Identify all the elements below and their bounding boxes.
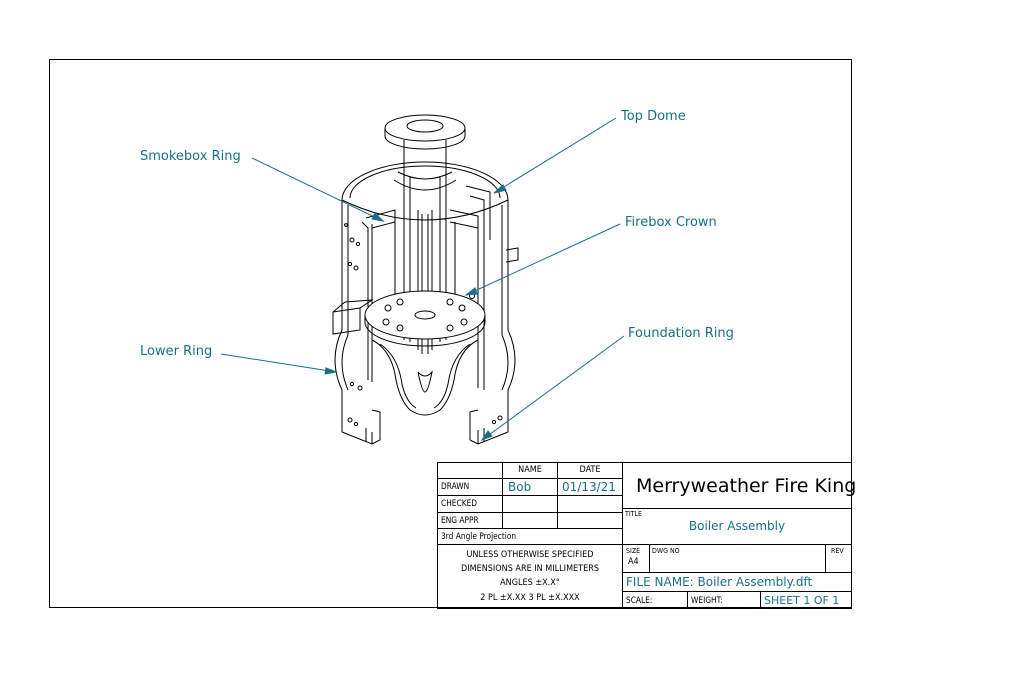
title-block-grid: [437, 462, 852, 609]
tolerance-note-line-3: ANGLES ±X.X°: [500, 578, 560, 588]
drawing-title: Boiler Assembly: [688, 519, 786, 533]
callout-lower-ring: Lower Ring: [140, 344, 213, 359]
tolerance-note-line-2: DIMENSIONS ARE IN MILLIMETERS: [460, 564, 599, 574]
size-label: SIZE: [626, 547, 641, 555]
callout-smokebox-ring: Smokebox Ring: [140, 149, 241, 164]
callout-leaders: [220, 117, 625, 442]
drawn-date: 01/13/21: [562, 480, 616, 494]
tolerance-note-line-4: 2 PL ±X.XX 3 PL ±X.XXX: [480, 593, 580, 603]
size-value: A4: [628, 557, 639, 567]
boiler-isometric-section: [332, 114, 519, 445]
title-field-label: TITLE: [625, 510, 643, 518]
column-header-date: DATE: [579, 465, 601, 475]
company-name: Merryweather Fire King: [636, 475, 857, 497]
tolerance-note-line-1: UNLESS OTHERWISE SPECIFIED: [466, 550, 594, 560]
weight-label: WEIGHT:: [691, 596, 723, 606]
callout-top-dome: Top Dome: [621, 109, 686, 124]
file-name: FILE NAME: Boiler Assembly.dft: [626, 575, 813, 589]
drawn-name: Bob: [508, 480, 532, 494]
column-header-name: NAME: [518, 465, 542, 475]
callout-foundation-ring: Foundation Ring: [628, 326, 734, 341]
checked-label: CHECKED: [441, 499, 478, 509]
projection-label: 3rd Angle Projection: [441, 532, 517, 542]
dwg-no-label: DWG NO: [652, 547, 680, 555]
scale-label: SCALE:: [626, 596, 653, 606]
sheet-number: SHEET 1 OF 1: [764, 594, 840, 607]
rev-label: REV: [831, 547, 844, 555]
drawn-label: DRAWN: [441, 482, 470, 492]
callout-firebox-crown: Firebox Crown: [625, 215, 717, 230]
eng-appr-label: ENG APPR: [441, 516, 479, 526]
